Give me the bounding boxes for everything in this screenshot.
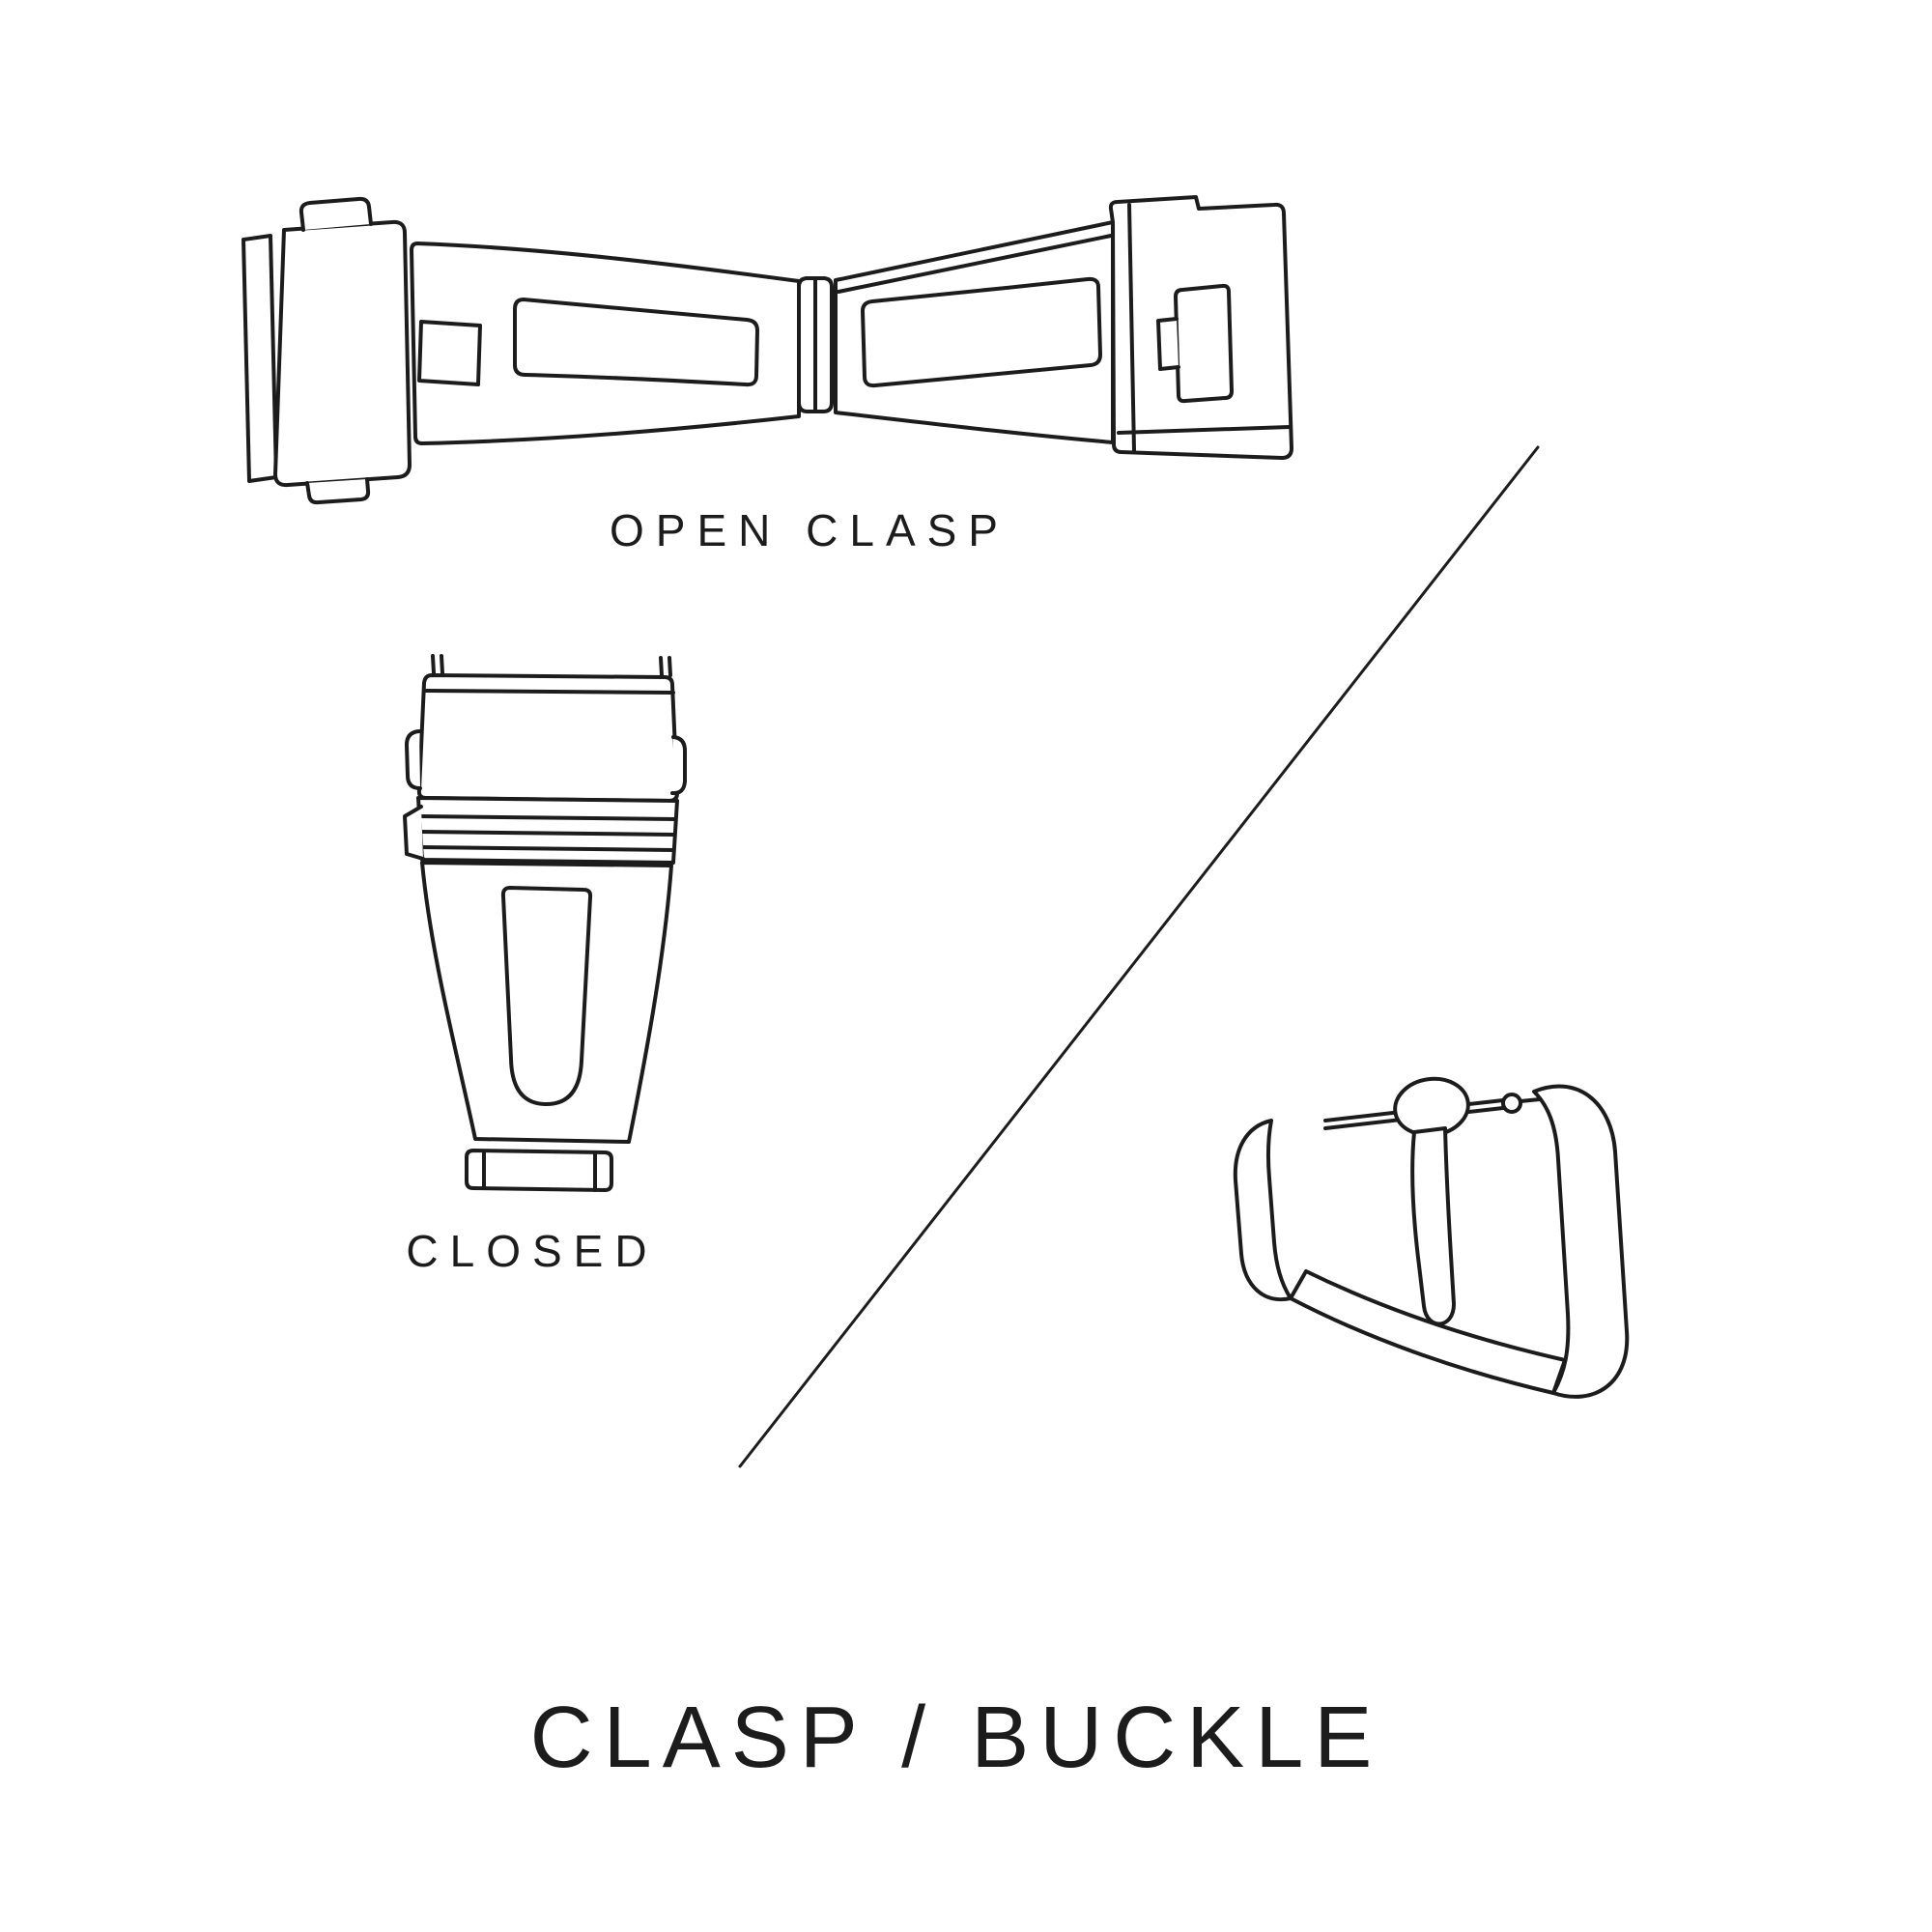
closed-clasp-top-edge: [424, 689, 675, 695]
open-clasp-end-bracket: [1174, 283, 1234, 404]
buckle-right-band: [1532, 1084, 1630, 1399]
divider-line: [738, 445, 1540, 1468]
open-clasp-right-arm: [834, 220, 1115, 444]
open-clasp-label: OPEN CLASP: [610, 505, 1009, 555]
buckle-pin-coil: [1501, 1093, 1522, 1114]
closed-clasp-end-cap: [465, 1149, 613, 1192]
open-clasp-illustration: [242, 195, 1293, 505]
closed-clasp-prongs: [431, 654, 672, 677]
diagram-title: CLASP / BUCKLE: [529, 1690, 1383, 1786]
open-clasp-end-link-edge: [1127, 203, 1136, 453]
buckle-pin-end: [1519, 1097, 1542, 1103]
closed-clasp-band-lines: [418, 814, 677, 852]
open-clasp-hook-notch: [417, 320, 482, 386]
closed-clasp-left-ear: [405, 729, 422, 790]
open-clasp-left-window: [513, 298, 759, 387]
buckle-left-band: [1233, 1119, 1293, 1302]
open-clasp-right-window: [861, 276, 1102, 388]
open-clasp-end-bracket-notch: [1156, 317, 1180, 371]
closed-clasp-illustration: [403, 654, 687, 1192]
open-clasp-end-step: [1117, 425, 1292, 435]
open-clasp-bottom-tab: [305, 477, 371, 505]
closed-clasp-slot: [500, 886, 593, 1107]
buckle-bottom-bar: [1289, 1269, 1567, 1395]
closed-clasp-end-cap-lines: [482, 1150, 597, 1192]
buckle-tang: [1410, 1126, 1456, 1326]
closed-clasp-right-ear: [670, 735, 687, 796]
open-clasp-left-strip: [242, 234, 278, 483]
closed-clasp-label: CLOSED: [406, 1226, 659, 1276]
closed-clasp-left-notch: [403, 805, 425, 861]
open-clasp-right-arm-flange: [837, 234, 1113, 294]
tang-buckle-illustration: [1233, 1076, 1630, 1399]
open-clasp-foldover: [273, 219, 412, 488]
open-clasp-left-arm: [410, 242, 801, 445]
closed-clasp-body: [420, 861, 673, 1144]
open-clasp-top-tab: [298, 196, 373, 232]
